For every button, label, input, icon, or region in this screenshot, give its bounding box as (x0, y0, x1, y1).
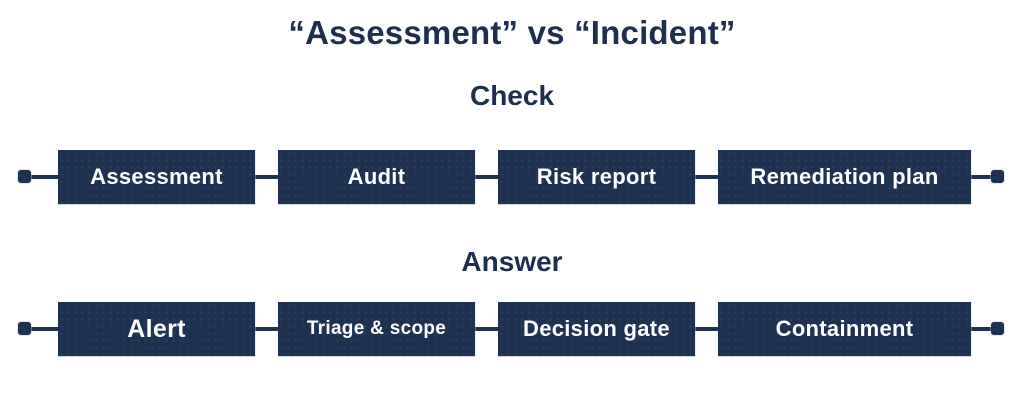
answer-heading: Answer (461, 246, 563, 277)
answer-endpoint-right-square (991, 322, 1004, 335)
node-risk-report: Risk report (498, 150, 695, 204)
node-decision-gate: Decision gate (498, 302, 695, 356)
check-endpoint-right-square (991, 170, 1004, 183)
check-flow-row: Assessment Audit Risk report Remediation… (0, 150, 1024, 204)
answer-endpoint-left-square (18, 322, 31, 335)
answer-nodes: Alert Triage & scope Decision gate Conta… (58, 302, 971, 356)
node-alert: Alert (58, 302, 255, 356)
diagram-title: “Assessment” vs “Incident” (288, 14, 736, 51)
answer-flow-row: Alert Triage & scope Decision gate Conta… (0, 302, 1024, 356)
check-heading: Check (469, 80, 555, 111)
node-assessment: Assessment (58, 150, 255, 204)
node-containment: Containment (718, 302, 971, 356)
check-endpoint-left-square (18, 170, 31, 183)
node-remediation-plan: Remediation plan (718, 150, 971, 204)
node-audit: Audit (278, 150, 475, 204)
node-triage-scope: Triage & scope (278, 302, 475, 356)
check-nodes: Assessment Audit Risk report Remediation… (58, 150, 971, 204)
